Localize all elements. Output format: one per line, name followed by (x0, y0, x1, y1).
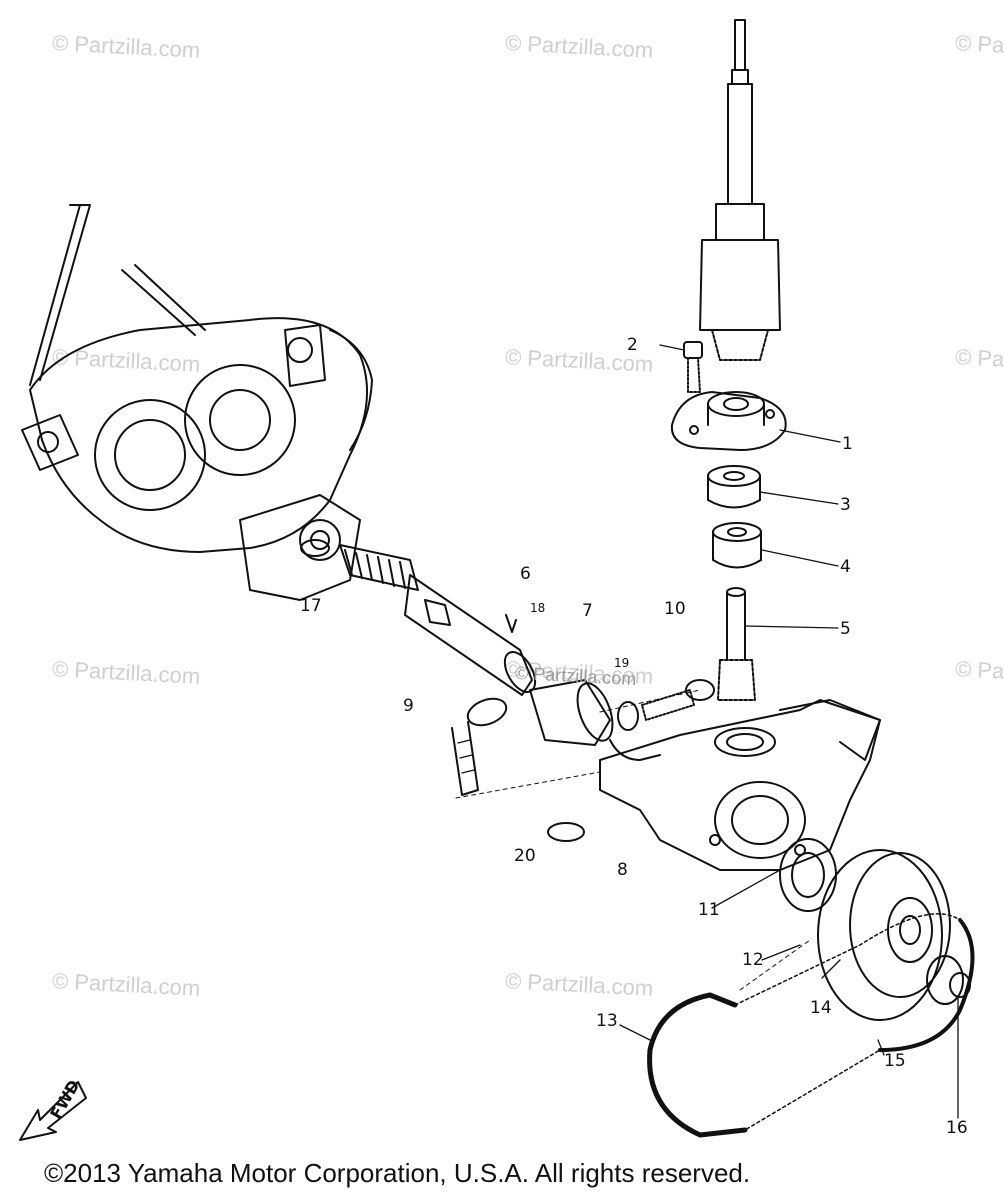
bushing-7 (529, 679, 614, 746)
screw-2 (683, 341, 703, 393)
forward-arrow-icon (19, 1081, 87, 1141)
gear-shaft-5 (717, 587, 756, 701)
pulley-12 (817, 849, 951, 1021)
callout-18: 18 (530, 601, 546, 615)
callout-11: 11 (698, 900, 720, 920)
callout-20: 20 (514, 846, 536, 866)
washer-20 (547, 822, 585, 842)
callout-14: 14 (810, 998, 832, 1018)
callout-15: 15 (884, 1051, 906, 1071)
callout-19: 19 (614, 656, 630, 670)
callout-13: 13 (596, 1011, 618, 1031)
callout-7: 7 (582, 601, 593, 621)
bolt-10 (685, 679, 715, 701)
callout-4: 4 (840, 557, 851, 577)
callout-6: 6 (520, 564, 531, 584)
callout-9: 9 (403, 696, 414, 716)
bolt-9 (451, 697, 508, 796)
housing-8 (599, 699, 881, 871)
drive-belt-cable-13 (647, 913, 975, 1138)
callout-3: 3 (840, 495, 851, 515)
callout-5: 5 (840, 619, 851, 639)
oil-seal-11 (779, 838, 837, 912)
washer-19 (617, 689, 695, 731)
callout-1: 1 (842, 434, 853, 454)
bushing-4 (712, 522, 762, 569)
callout-12: 12 (742, 950, 764, 970)
callout-10: 10 (664, 599, 686, 619)
pinion-shaft-6 (300, 539, 537, 696)
leader-lines-right (619, 344, 959, 1119)
copyright-notice: ©2013 Yamaha Motor Corporation, U.S.A. A… (44, 1158, 751, 1188)
callout-17: 17 (300, 596, 322, 616)
speedometer-cable-upper (699, 19, 781, 361)
callout-8: 8 (617, 860, 628, 880)
alignment-lines (455, 689, 811, 991)
callout-16: 16 (946, 1118, 968, 1138)
plate-1 (670, 391, 787, 451)
callout-2: 2 (627, 335, 638, 355)
pin-18 (505, 614, 517, 633)
bushing-3 (707, 465, 761, 509)
